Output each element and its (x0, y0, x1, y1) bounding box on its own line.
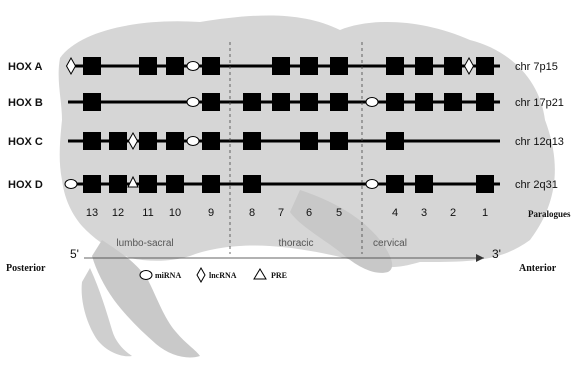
gene-box (139, 132, 157, 150)
gene-box (202, 132, 220, 150)
gene-box (330, 132, 348, 150)
posterior-label: Posterior (6, 263, 46, 274)
gene-box (444, 57, 462, 75)
gene-box (300, 132, 318, 150)
paralog-number: 12 (112, 207, 124, 219)
gene-box (202, 57, 220, 75)
paralogues-label: Paralogues (528, 209, 571, 219)
anterior-label: Anterior (519, 263, 557, 274)
cluster-name: HOX D (8, 179, 43, 191)
gene-box (386, 57, 404, 75)
paralog-number: 3 (421, 207, 427, 219)
paralog-number: 8 (249, 207, 255, 219)
cluster-name: HOX B (8, 97, 43, 109)
paralog-number: 9 (208, 207, 214, 219)
mirna-marker (65, 180, 77, 189)
gene-box (243, 175, 261, 193)
legend-mirna-symbol (140, 271, 152, 280)
paralog-number: 1 (482, 207, 488, 219)
legend-pre-symbol (254, 269, 266, 279)
gene-box (243, 93, 261, 111)
chromosome-label: chr 2q31 (515, 179, 558, 191)
paralog-number: 4 (392, 207, 398, 219)
axis-right-end: 3' (492, 247, 501, 261)
paralog-number: 11 (142, 207, 153, 219)
gene-box (83, 57, 101, 75)
gene-box (272, 57, 290, 75)
mirna-marker (366, 180, 378, 189)
gene-box (83, 93, 101, 111)
legend-mirna-label: miRNA (155, 271, 181, 280)
gene-box (415, 93, 433, 111)
gene-box (139, 175, 157, 193)
gene-box (300, 57, 318, 75)
gene-box (330, 93, 348, 111)
chromosome-label: chr 17p21 (515, 97, 564, 109)
gene-box (202, 93, 220, 111)
gene-box (109, 175, 127, 193)
gene-box (476, 57, 494, 75)
gene-box (243, 132, 261, 150)
gene-box (330, 57, 348, 75)
paralog-number: 5 (336, 207, 342, 219)
legend-pre-label: PRE (271, 271, 287, 280)
gene-box (272, 93, 290, 111)
chromosome-label: chr 7p15 (515, 61, 558, 73)
mirna-marker (187, 62, 199, 71)
gene-box (166, 57, 184, 75)
gene-box (166, 175, 184, 193)
legend: miRNA lncRNA PRE (140, 268, 287, 282)
gene-box (386, 93, 404, 111)
gene-box (386, 132, 404, 150)
paralog-number: 6 (306, 207, 312, 219)
paralog-number: 10 (169, 207, 181, 219)
legend-lncrna-label: lncRNA (209, 271, 237, 280)
region-label: thoracic (278, 238, 313, 249)
gene-box (415, 175, 433, 193)
mirna-marker (187, 98, 199, 107)
gene-box (476, 93, 494, 111)
region-label: cervical (373, 238, 407, 249)
gene-box (476, 175, 494, 193)
gene-box (386, 175, 404, 193)
gene-box (415, 57, 433, 75)
gene-box (444, 93, 462, 111)
gene-box (300, 93, 318, 111)
region-label: lumbo-sacral (116, 238, 173, 249)
legend-lncrna-symbol (197, 268, 205, 282)
cluster-name: HOX C (8, 136, 43, 148)
gene-box (83, 132, 101, 150)
mirna-marker (366, 98, 378, 107)
gene-box (202, 175, 220, 193)
chromosome-label: chr 12q13 (515, 136, 564, 148)
paralog-number: 13 (86, 207, 98, 219)
paralog-number: 2 (450, 207, 456, 219)
axis-left-end: 5' (70, 247, 79, 261)
paralog-number: 7 (278, 207, 284, 219)
mirna-marker (187, 137, 199, 146)
gene-box (83, 175, 101, 193)
gene-box (166, 132, 184, 150)
gene-box (139, 57, 157, 75)
gene-box (109, 132, 127, 150)
cluster-name: HOX A (8, 61, 42, 73)
